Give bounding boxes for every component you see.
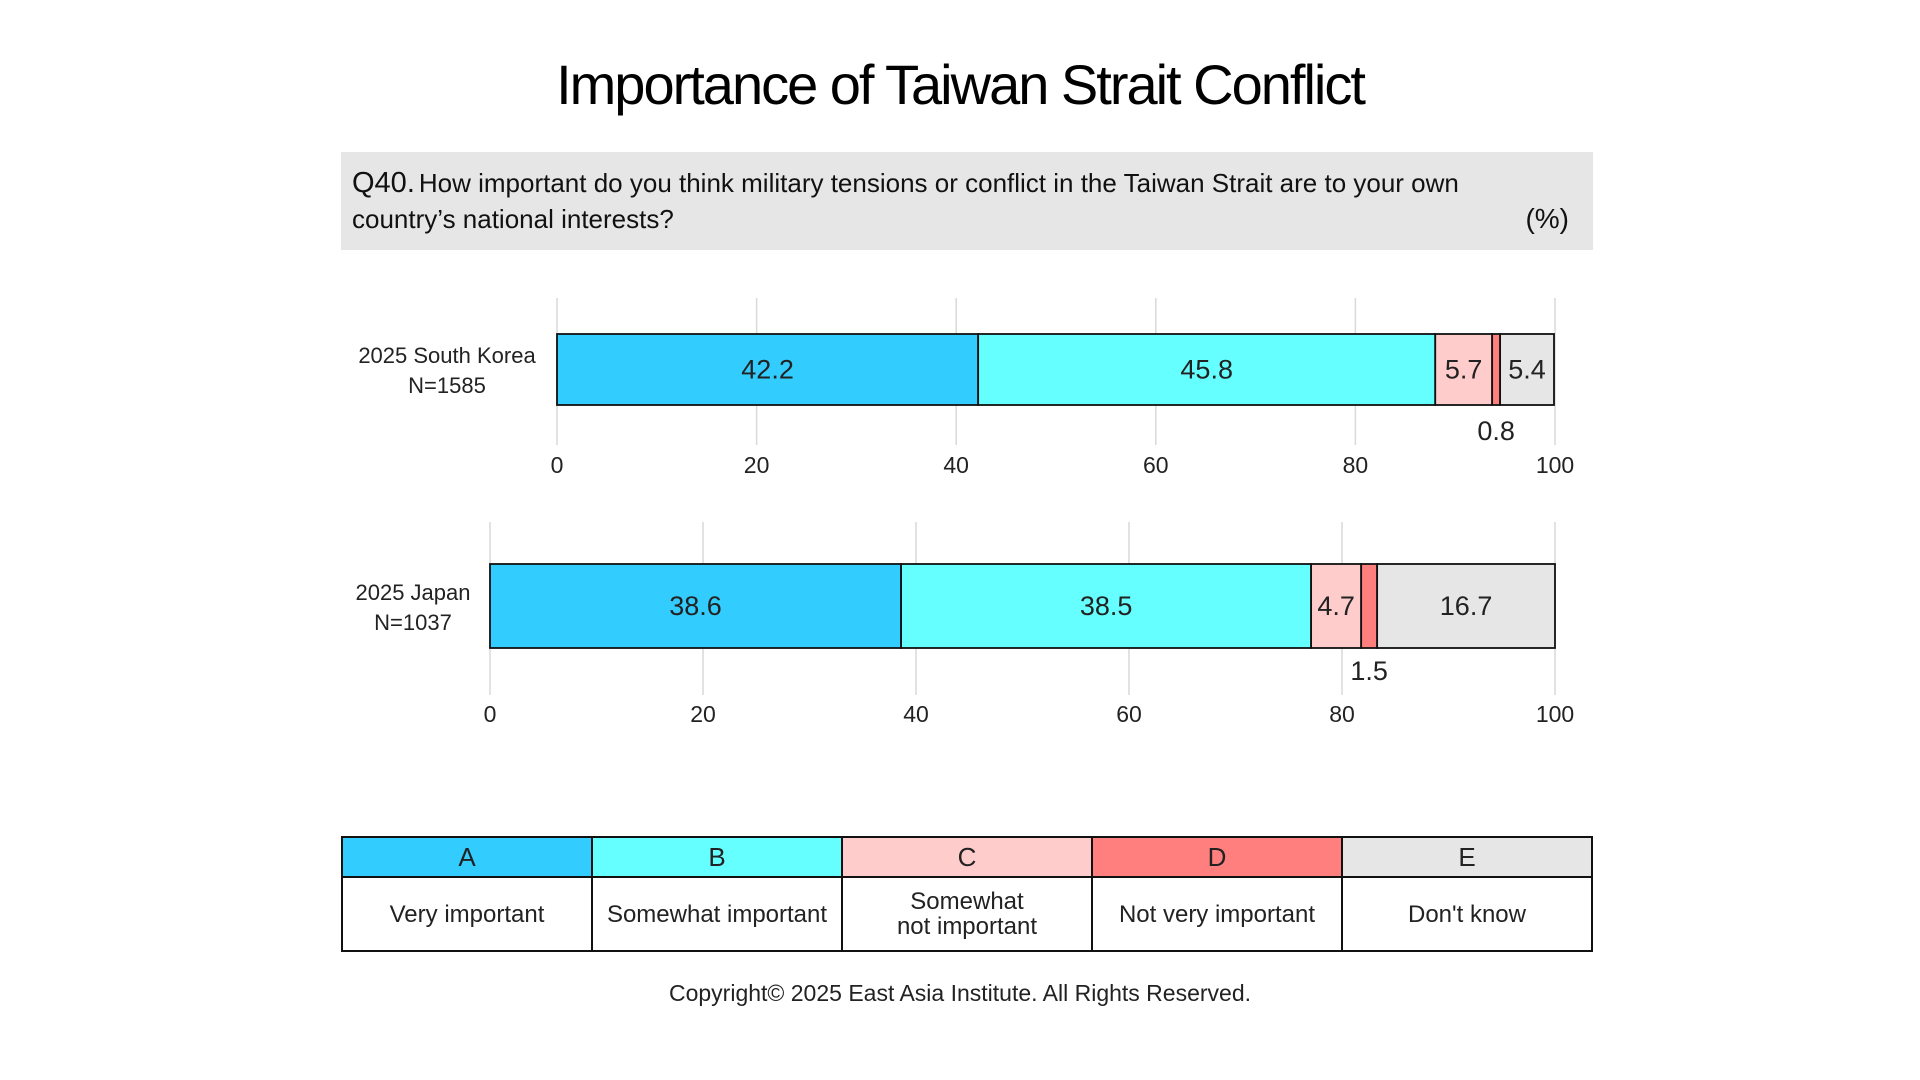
bar-segment <box>1499 333 1555 406</box>
data-label: 4.7 <box>1317 591 1355 621</box>
tick-label: 60 <box>1116 701 1142 727</box>
bar-segment <box>900 563 1313 649</box>
legend-code-d: D <box>1091 836 1343 878</box>
legend-desc-row: Very important Somewhat important Somewh… <box>341 876 1593 952</box>
copyright: Copyright© 2025 East Asia Institute. All… <box>668 980 1252 1006</box>
data-label: 1.5 <box>1350 656 1388 686</box>
data-label: 16.7 <box>1440 591 1493 621</box>
question-box: Q40.How important do you think military … <box>341 152 1593 250</box>
bar-segment <box>1360 563 1379 649</box>
tick-label: 0 <box>551 452 564 478</box>
legend-code-a: A <box>341 836 593 878</box>
bar-segment <box>489 563 902 649</box>
data-label: 0.8 <box>1477 416 1515 446</box>
legend-code-b: B <box>591 836 843 878</box>
data-label: 38.6 <box>669 591 722 621</box>
tick-label: 80 <box>1329 701 1355 727</box>
legend-desc-d: Not very important <box>1091 876 1343 952</box>
bar-segment <box>556 333 980 406</box>
group-sample-size: N=1037 <box>374 610 452 635</box>
tick-label: 60 <box>1143 452 1169 478</box>
bar-segment <box>1434 333 1494 406</box>
legend-code-c: C <box>841 836 1093 878</box>
tick-label: 20 <box>690 701 716 727</box>
data-label: 45.8 <box>1180 355 1233 385</box>
data-label: 5.7 <box>1445 355 1483 385</box>
unit-label: (%) <box>1525 203 1569 234</box>
question-line-1: Q40.How important do you think military … <box>352 165 1593 201</box>
legend-desc-c-text: Somewhat not important <box>896 888 1038 940</box>
page-title: Importance of Taiwan Strait Conflict <box>556 53 1366 116</box>
tick-label: 40 <box>903 701 929 727</box>
legend-desc-e: Don't know <box>1341 876 1593 952</box>
bar-segment <box>1310 563 1363 649</box>
tick-label: 0 <box>484 701 497 727</box>
data-label: 38.5 <box>1080 591 1133 621</box>
data-label: 42.2 <box>741 355 794 385</box>
legend-desc-b: Somewhat important <box>591 876 843 952</box>
question-number: Q40. <box>352 167 415 199</box>
bar-segment <box>977 333 1437 406</box>
question-text-1: How important do you think military tens… <box>418 168 1459 198</box>
legend-code-row: A B C D E <box>341 836 1593 878</box>
tick-label: 100 <box>1536 452 1574 478</box>
group-label: 2025 South Korea <box>358 343 536 368</box>
legend-desc-c: Somewhat not important <box>841 876 1093 952</box>
group-sample-size: N=1585 <box>408 373 486 398</box>
tick-label: 100 <box>1536 701 1574 727</box>
bar-segment <box>1491 333 1502 406</box>
bar-segment <box>1376 563 1556 649</box>
legend-code-e: E <box>1341 836 1593 878</box>
tick-label: 40 <box>943 452 969 478</box>
stacked-bar-chart: 42.2 45.8 5.7 0.8 5.4 0 20 40 60 80 100 2025 South … <box>356 298 1574 727</box>
legend-desc-a: Very important <box>341 876 593 952</box>
tick-label: 20 <box>744 452 770 478</box>
tick-label: 80 <box>1343 452 1369 478</box>
group-label: 2025 Japan <box>356 580 471 605</box>
data-label: 5.4 <box>1508 355 1546 385</box>
legend-table: A B C D E Very important Somewhat import… <box>341 836 1593 952</box>
question-text-2: country’s national interests? <box>352 204 674 234</box>
